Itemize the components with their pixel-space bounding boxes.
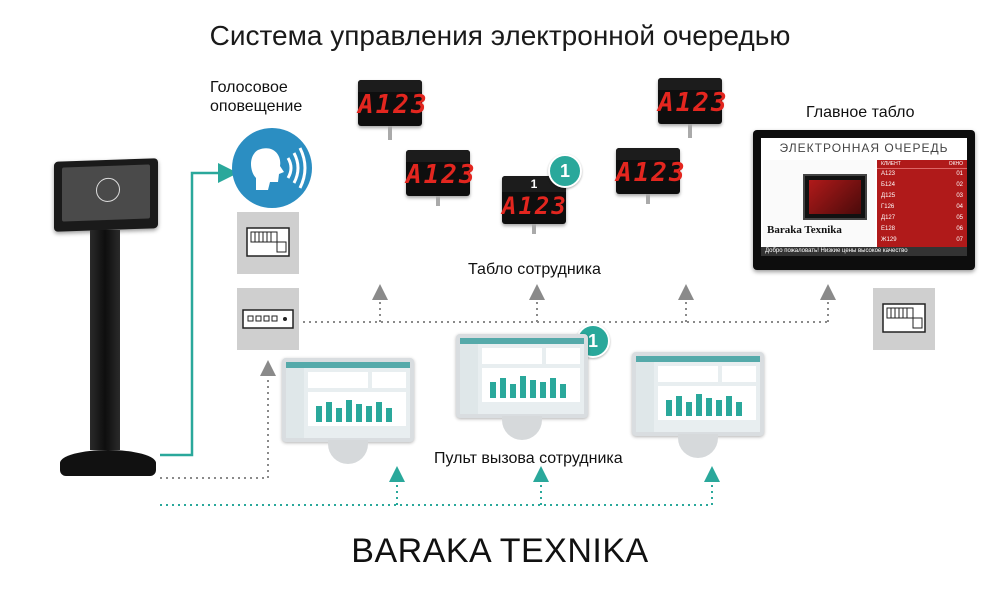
kiosk-screen-frame <box>54 158 158 232</box>
queue-table-row: Ж129 07 <box>877 235 967 246</box>
kiosk-to-server-line <box>160 360 276 479</box>
main-display-board: ЭЛЕКТРОННАЯ ОЧЕРЕДЬ Baraka Texnika КЛИЕН… <box>753 130 975 270</box>
queue-window-number: 07 <box>956 237 963 243</box>
queue-window-number: 02 <box>956 182 963 188</box>
ticket-printer-box <box>237 212 299 274</box>
employee-led-display: A123 <box>406 150 475 206</box>
voice-speaker-icon <box>232 128 312 208</box>
employee-board-label: Табло сотрудника <box>468 261 601 278</box>
employee-console-monitor <box>456 334 588 440</box>
employee-console-monitor <box>632 352 764 458</box>
kiosk-logo-icon <box>96 177 120 203</box>
console-software-screen <box>286 362 410 438</box>
queue-window-number: 04 <box>956 204 963 210</box>
kiosk-pole <box>90 230 120 450</box>
main-screen-heading: ЭЛЕКТРОННАЯ ОЧЕРЕДЬ <box>779 141 949 155</box>
queue-window-number: 06 <box>956 226 963 232</box>
employee-led-display: A123 <box>658 78 727 138</box>
queue-window-number: 01 <box>956 171 963 177</box>
main-screen-brand: Baraka Texnika <box>767 224 842 236</box>
employee-led-display: A123 <box>358 80 427 140</box>
call-console-label: Пульт вызова сотрудника <box>434 450 623 467</box>
queue-table-header: КЛИЕНТ ОКНО <box>877 160 967 169</box>
queue-client-number: Д127 <box>881 215 896 221</box>
kiosk-to-voice-line <box>160 163 238 457</box>
queue-table-row: Б124 02 <box>877 180 967 191</box>
queue-server-box <box>237 288 299 350</box>
promo-monitor-image <box>803 174 867 220</box>
queue-kiosk <box>48 158 168 480</box>
active-call-badge: 1 <box>548 154 582 188</box>
queue-client-number: Б124 <box>881 182 895 188</box>
queue-client-number: Е128 <box>881 226 896 232</box>
printer-icon <box>246 227 290 257</box>
main-board-controller-box <box>873 288 935 350</box>
queue-client-number: Г126 <box>881 204 895 210</box>
queue-window-number: 03 <box>956 193 963 199</box>
console-software-screen <box>636 356 760 432</box>
queue-table-row: Д127 05 <box>877 213 967 224</box>
main-display-screen: ЭЛЕКТРОННАЯ ОЧЕРЕДЬ Baraka Texnika КЛИЕН… <box>761 138 967 256</box>
main-screen-promo: Baraka Texnika <box>763 160 875 250</box>
voice-notification-label: Голосовое оповещение <box>210 79 303 115</box>
queue-client-number: Ж129 <box>881 237 897 243</box>
employee-led-display: A123 <box>616 148 685 204</box>
queue-table-row: A123 01 <box>877 169 967 180</box>
queue-window-number: 05 <box>956 215 963 221</box>
queue-table-row: Е128 06 <box>877 224 967 235</box>
queue-table-row: Д125 03 <box>877 191 967 202</box>
queue-table-row: Г126 04 <box>877 202 967 213</box>
queue-client-number: Д125 <box>881 193 896 199</box>
diagram-title: Система управления электронной очередью <box>209 20 791 51</box>
console-software-screen <box>460 338 584 414</box>
company-brand: BARAKA TEXNIKA <box>351 532 649 570</box>
kiosk-base <box>60 450 156 476</box>
server-icon <box>242 309 294 329</box>
main-screen-ticker: Добро пожаловать! Низкие цены высокое ка… <box>761 247 967 256</box>
queue-client-number: A123 <box>881 171 896 177</box>
main-board-label: Главное табло <box>806 104 915 121</box>
kiosk-screen <box>62 164 150 222</box>
employee-console-monitor <box>282 358 414 464</box>
printer-icon <box>882 303 926 333</box>
